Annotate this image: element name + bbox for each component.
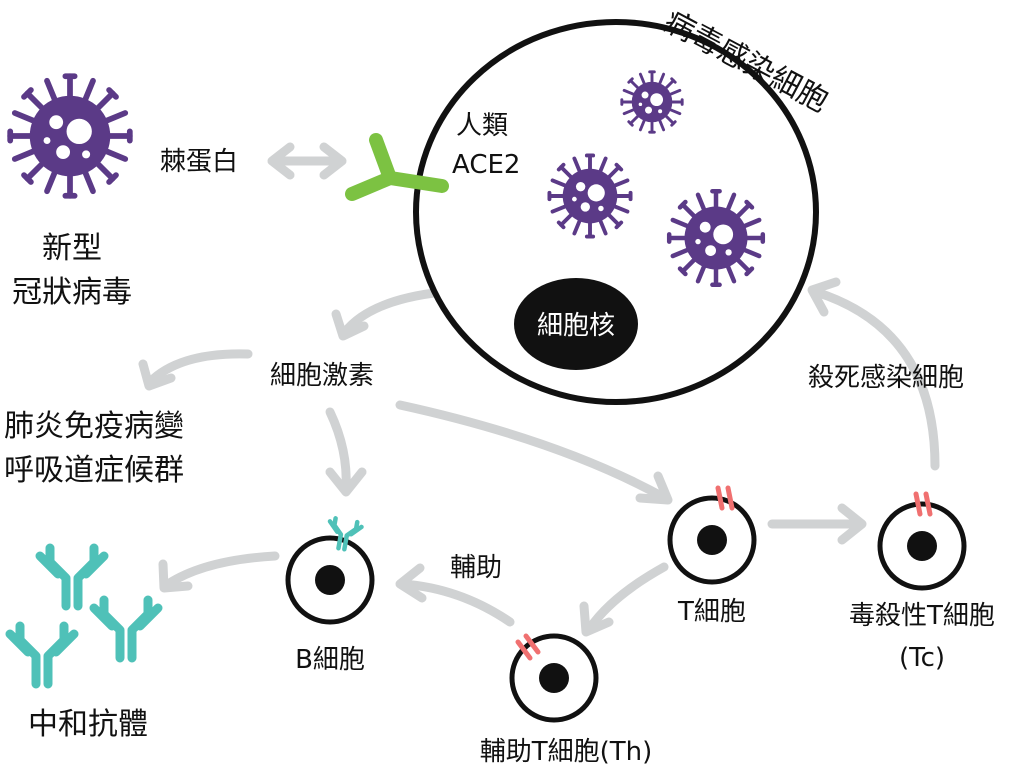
lung-label-line2: 呼吸道症候群 [4, 453, 184, 488]
t-cell [667, 485, 757, 585]
th-cell-receptor-icon [515, 633, 541, 661]
b-cell [285, 517, 375, 625]
arrow-tc-to-cell [807, 277, 940, 471]
arrow-spike-ace2 [267, 142, 347, 180]
arrow-tcell-to-tc [767, 503, 867, 545]
t-cell-receptor-icon [715, 485, 735, 511]
cell-nucleus [514, 278, 638, 370]
covid-label-line2: 冠狀病毒 [12, 275, 132, 310]
arrow-th-to-bcell [395, 563, 515, 627]
tc-label-line2: (Tc) [899, 643, 945, 673]
arrow-cytokines-to-bcell [325, 407, 367, 497]
antibody-icon-1 [40, 548, 104, 606]
virus-inside-3 [669, 191, 763, 285]
th-cell [509, 633, 599, 723]
arrow-cell-to-cytokines [331, 287, 447, 341]
arrow-cytokines-to-lung [138, 349, 253, 391]
ace2-label-line2: ACE2 [452, 150, 520, 180]
ace2-label-line1: 人類 [456, 111, 508, 141]
b-cell-label: B細胞 [295, 645, 365, 675]
t-cell-label: T細胞 [677, 597, 746, 627]
cytokines-label: 細胞激素 [270, 361, 374, 391]
tc-label-line1: 毒殺性T細胞 [849, 601, 995, 631]
lung-label-line1: 肺炎免疫病變 [4, 409, 184, 444]
kill-infected-label: 殺死感染細胞 [808, 363, 964, 393]
arrow-tcell-to-th [579, 562, 669, 637]
spike-protein-label: 棘蛋白 [160, 147, 238, 177]
antibody-icon-3 [94, 600, 158, 658]
antibody-icon-2 [10, 626, 74, 684]
virus-inside-1 [620, 70, 684, 134]
ace2-receptor [345, 133, 449, 201]
antibody-label: 中和抗體 [28, 707, 148, 742]
helper-label: 輔助 [450, 553, 502, 583]
arrow-cytokines-to-tcell [395, 400, 673, 505]
virus-inside-2 [547, 153, 633, 239]
th-cell-label: 輔助T細胞(Th) [480, 737, 653, 767]
infected-cell: 細胞核 [413, 19, 819, 405]
arrow-bcell-to-antibody [158, 551, 280, 593]
coronavirus-icon [10, 76, 130, 196]
covid-label-line1: 新型 [42, 231, 102, 266]
tc-cell [877, 491, 967, 591]
tc-cell-receptor-icon [913, 491, 933, 517]
arrows [138, 142, 940, 637]
nucleus-label: 細胞核 [537, 311, 615, 341]
